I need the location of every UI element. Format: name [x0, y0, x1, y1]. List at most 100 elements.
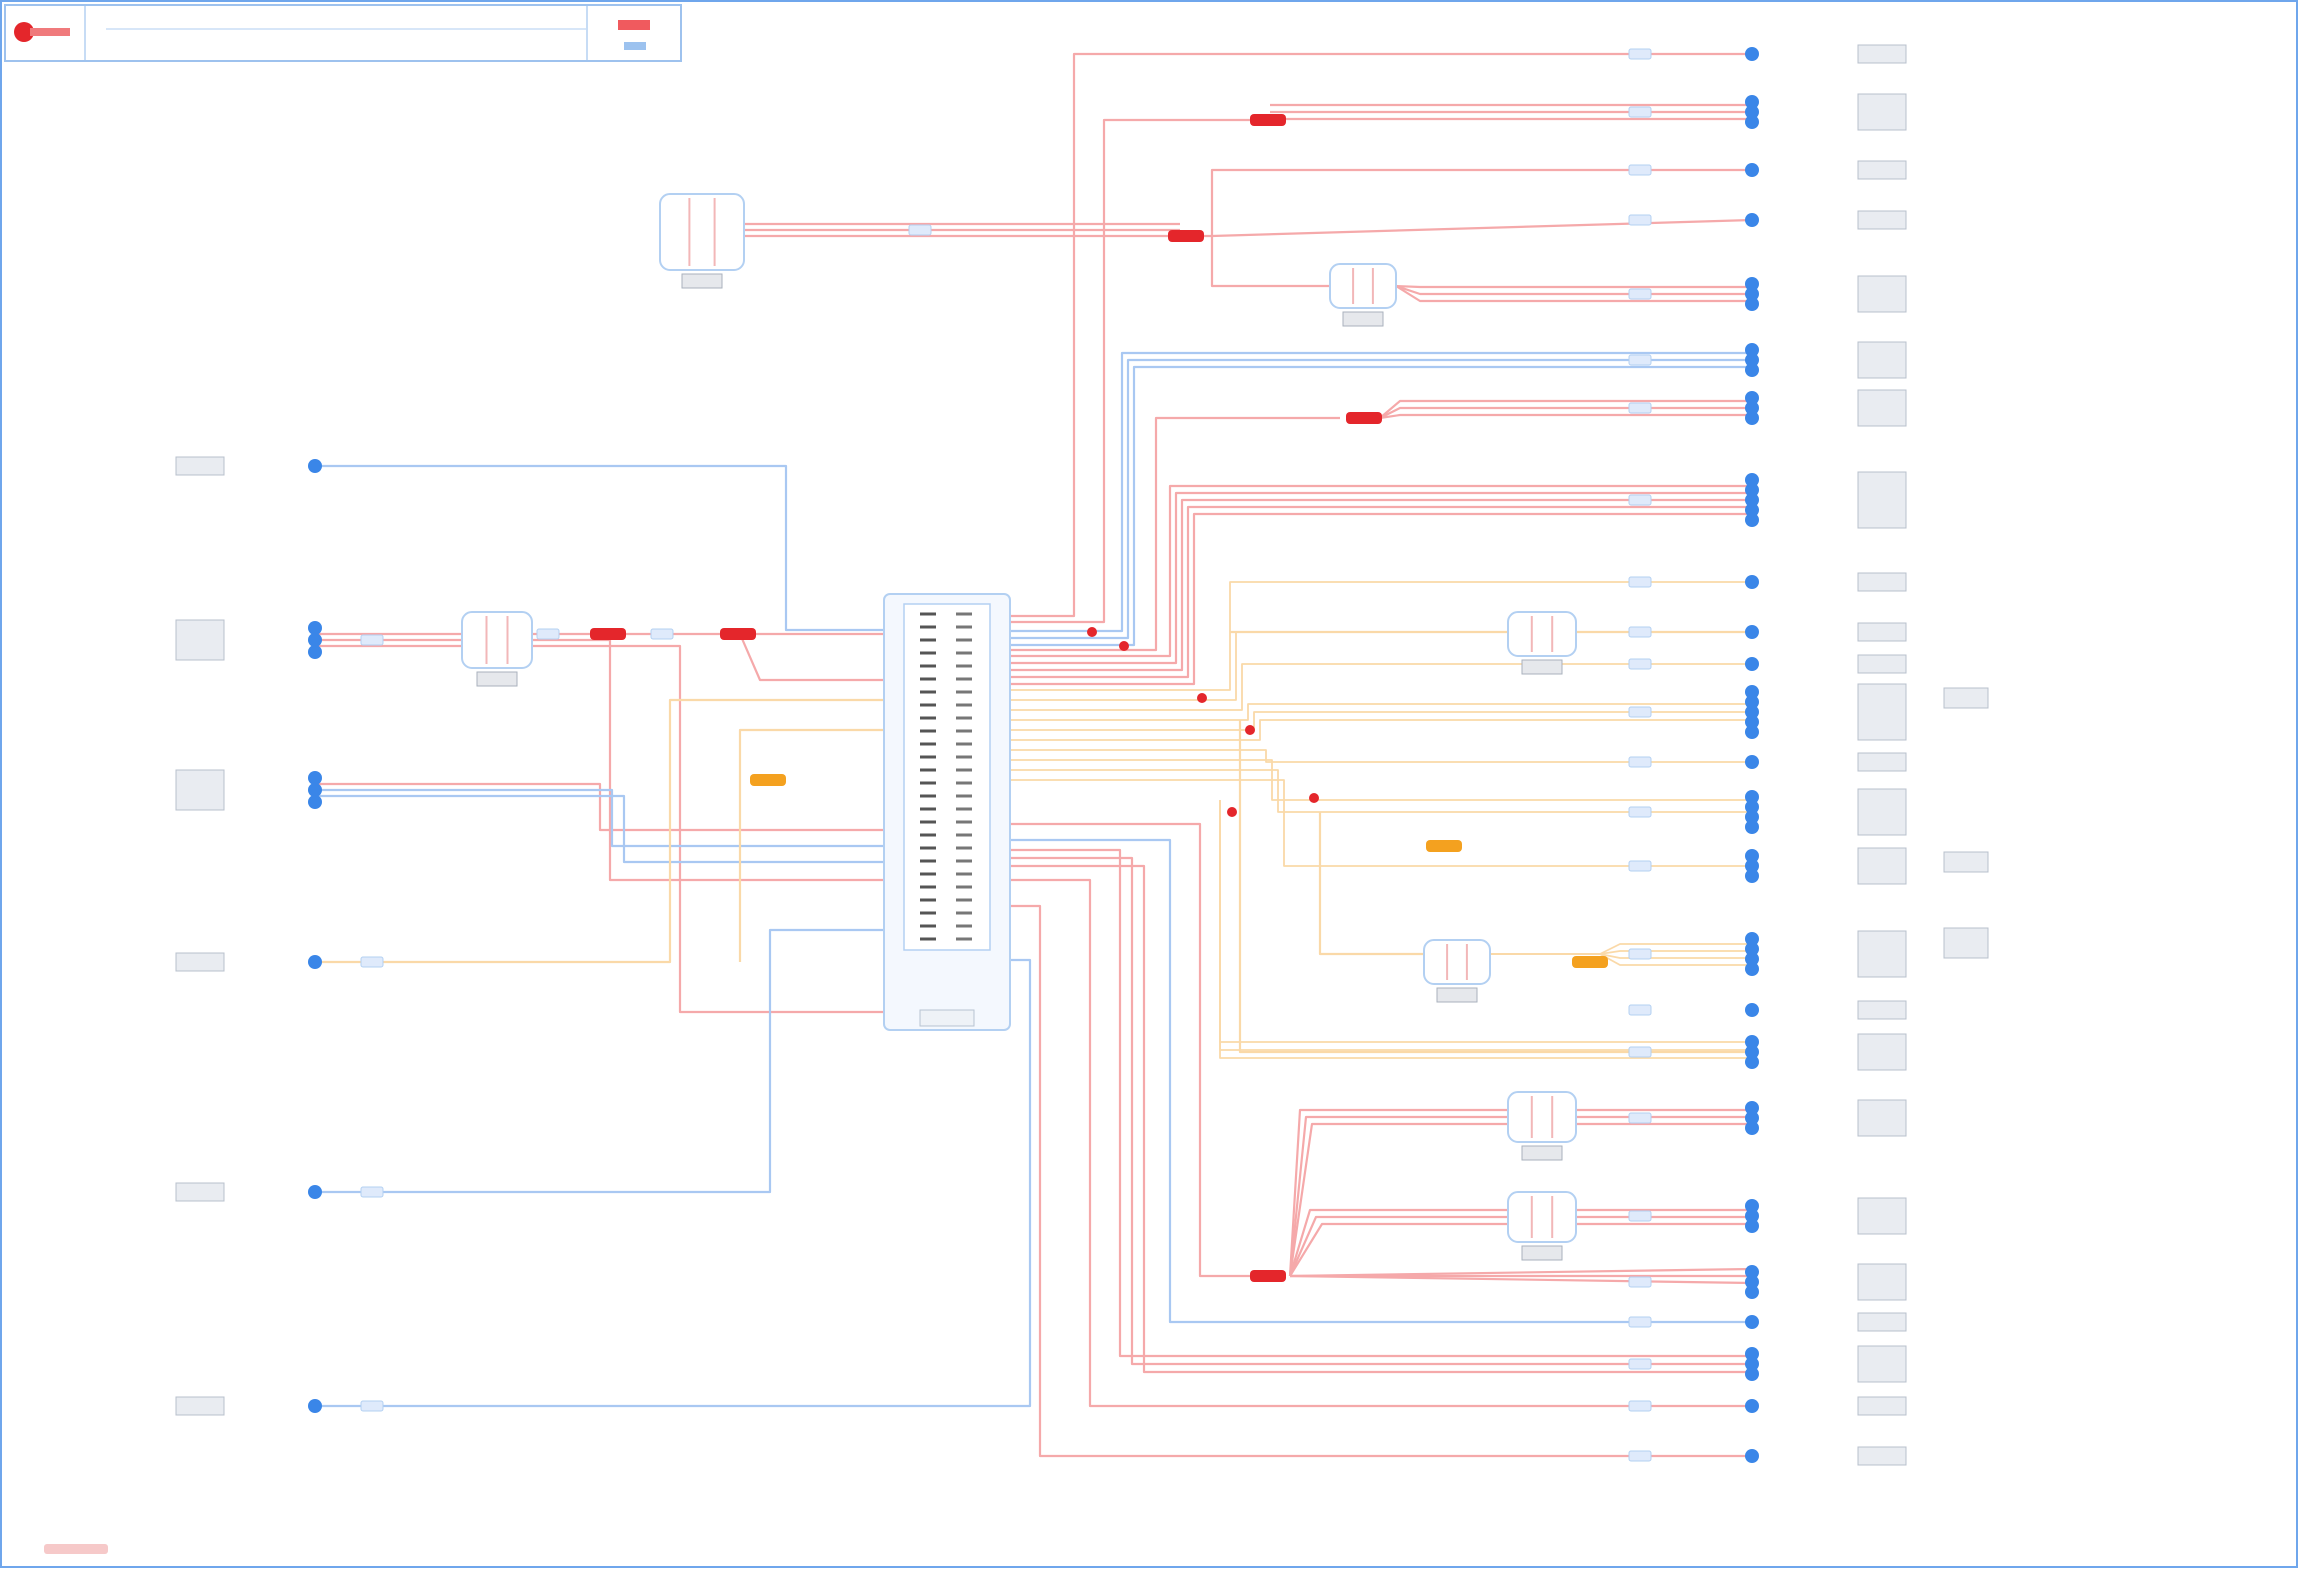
main-control-unit-label-box — [919, 1009, 975, 1027]
auxiliary-label-box — [1943, 851, 1989, 873]
right-connector-label-box — [1857, 788, 1907, 836]
right-connector-label-box — [1857, 275, 1907, 313]
terminal-pin — [1745, 657, 1759, 671]
right-connector-label-box — [1857, 1000, 1907, 1020]
terminal-pin — [1745, 790, 1759, 804]
diagram-title-cell — [106, 6, 588, 60]
terminal-pin — [308, 645, 322, 659]
right-connector-12 — [1745, 683, 1907, 741]
relay-lower-mid-body — [1423, 939, 1491, 985]
right-connector-label-box — [1857, 1033, 1907, 1071]
wire-marker — [360, 1400, 384, 1412]
wire-marker — [1628, 494, 1652, 506]
wire — [1379, 413, 1752, 420]
wire-marker — [1628, 1400, 1652, 1412]
wire-marker — [1628, 402, 1652, 414]
right-connector-7 — [1745, 389, 1907, 427]
components-layer — [461, 193, 1577, 1261]
right-connector-label-box — [1857, 1396, 1907, 1416]
relay-left — [461, 611, 533, 687]
right-connector-5 — [1745, 275, 1907, 313]
left-connector-label-box — [175, 769, 225, 811]
right-connector-18 — [1745, 1033, 1907, 1071]
wire-marker — [1628, 706, 1652, 718]
left-connector-6 — [175, 1396, 322, 1416]
right-connector-10 — [1745, 622, 1907, 642]
wire-marker — [908, 224, 932, 236]
terminal-pin — [1745, 859, 1759, 873]
terminal-pin — [1745, 115, 1759, 129]
wire — [315, 698, 884, 964]
right-connector-21 — [1745, 1263, 1907, 1301]
splices-layer — [590, 114, 1608, 1282]
terminal-pin — [1745, 277, 1759, 291]
wire — [1010, 118, 1250, 624]
terminal-pin — [1745, 47, 1759, 61]
wire-marker — [536, 628, 560, 640]
right-connector-1 — [1745, 44, 1907, 64]
terminal-pin — [1745, 625, 1759, 639]
right-connector-15 — [1745, 847, 1907, 885]
right-connector-label-box — [1857, 1197, 1907, 1235]
terminal-pin — [1745, 1219, 1759, 1233]
right-connector-17 — [1745, 1000, 1907, 1020]
wire — [1010, 505, 1752, 679]
right-connector-label-box — [1857, 1099, 1907, 1137]
right-connector-label-box — [1857, 1446, 1907, 1466]
wire — [315, 788, 884, 848]
wire-marker — [1628, 288, 1652, 300]
right-connector-8 — [1745, 471, 1907, 529]
terminal-pin — [1745, 1347, 1759, 1361]
terminal-pin — [1745, 343, 1759, 357]
terminal-pin — [1745, 163, 1759, 177]
wire — [1395, 284, 1752, 289]
wire-marker — [1628, 806, 1652, 818]
terminal-pin — [1745, 685, 1759, 699]
wire — [1379, 406, 1752, 419]
terminal-pin — [308, 621, 322, 635]
wire — [1010, 711, 1752, 731]
terminal-pin — [1745, 213, 1759, 227]
wire-marker — [1628, 626, 1652, 638]
terminal-pin — [308, 1185, 322, 1199]
relay-mid-right — [1507, 611, 1577, 675]
wire — [315, 794, 884, 864]
wire — [1010, 848, 1752, 1358]
wire — [1010, 365, 1752, 647]
wire — [1010, 52, 1752, 618]
terminal-pin — [1745, 942, 1759, 956]
wire — [315, 928, 884, 1194]
wire-marker — [1628, 860, 1652, 872]
relay-bottom-1-label-box — [1521, 1145, 1563, 1161]
wire — [1010, 663, 1752, 711]
terminal-pin — [1745, 391, 1759, 405]
wire-marker — [1628, 1316, 1652, 1328]
right-connector-13 — [1745, 752, 1907, 772]
junction-dot — [1197, 693, 1207, 703]
terminal-pin — [1745, 1003, 1759, 1017]
wire-marker — [1628, 1450, 1652, 1462]
wire-marker — [1628, 576, 1652, 588]
terminal-pin — [1745, 962, 1759, 976]
wire — [1318, 812, 1424, 956]
wire — [1210, 236, 1330, 288]
wire — [1010, 822, 1270, 1278]
right-connector-2 — [1745, 93, 1907, 131]
terminal-pin — [1745, 297, 1759, 311]
right-connector-6 — [1745, 341, 1907, 379]
wire-marker — [360, 1186, 384, 1198]
right-connector-9 — [1745, 572, 1907, 592]
terminal-pin — [1745, 1367, 1759, 1381]
wire — [1289, 1267, 1753, 1278]
right-connector-23 — [1745, 1345, 1907, 1383]
terminal-pin — [1745, 1315, 1759, 1329]
wire-marker — [1628, 1210, 1652, 1222]
wire — [738, 633, 884, 682]
terminal-pin — [1745, 932, 1759, 946]
right-connector-label-box — [1857, 572, 1907, 592]
left-connector-label-box — [175, 952, 225, 972]
right-connector-16 — [1745, 930, 1907, 978]
terminal-pin — [1745, 353, 1759, 367]
wire — [1010, 878, 1752, 1408]
